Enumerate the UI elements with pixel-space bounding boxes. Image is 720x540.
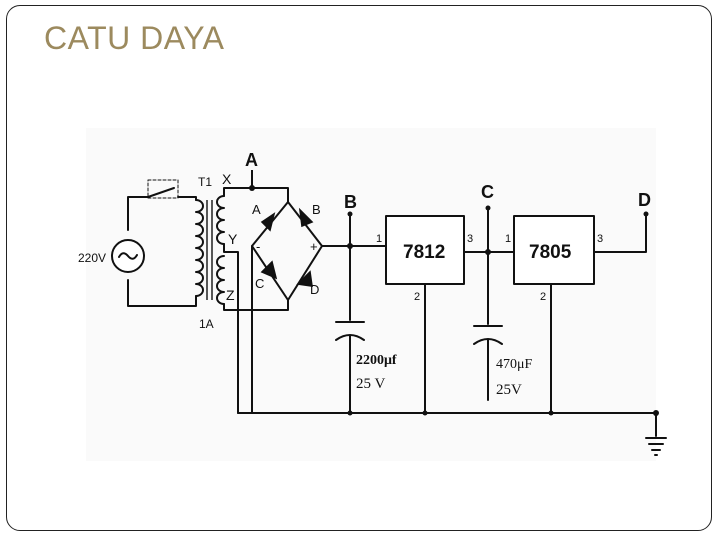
ground-node-1 xyxy=(347,410,353,416)
diode-d-label: D xyxy=(310,282,319,297)
primary-wire-bottom xyxy=(127,279,197,307)
diode-a-label: A xyxy=(252,202,261,217)
regulator-7812 xyxy=(385,215,465,285)
reg2-pin-in: 1 xyxy=(505,233,511,245)
tap-y-label: Y xyxy=(228,231,238,247)
slide-frame xyxy=(6,5,712,531)
reg1-name: 7812 xyxy=(403,242,445,263)
tap-x-label: X xyxy=(222,171,232,187)
bridge-minus-label: - xyxy=(256,239,260,254)
reg2-name: 7805 xyxy=(529,242,572,263)
cap1-voltage: 25 V xyxy=(356,376,385,392)
node-b-end xyxy=(347,211,353,217)
diode-d xyxy=(296,270,313,287)
source-label: 220V xyxy=(78,251,106,265)
switch-dashed-box xyxy=(147,179,179,199)
diode-c xyxy=(260,260,278,280)
diode-b xyxy=(298,207,314,228)
reg1-pin-in: 1 xyxy=(376,233,382,245)
cap2-voltage: 25V xyxy=(496,382,522,398)
ground-node-2 xyxy=(422,410,428,416)
ground-node-4 xyxy=(653,410,659,416)
transformer-rating: 1A xyxy=(199,317,214,331)
tap-z-label: Z xyxy=(226,287,235,303)
node-d-label: D xyxy=(638,190,651,210)
wire-x-to-bridge-top xyxy=(223,187,289,203)
reg2-pin-out: 3 xyxy=(597,233,603,245)
ac-source-wave xyxy=(118,252,138,260)
transformer-icon xyxy=(195,199,204,297)
bridge-plus-label: + xyxy=(310,239,318,254)
secondary-coil xyxy=(216,195,225,245)
node-c-end xyxy=(485,205,491,211)
node-c-dot xyxy=(485,249,491,255)
wire-y-center-tap xyxy=(223,243,239,414)
node-b-dot xyxy=(347,243,353,249)
slide-title: CATU DAYA xyxy=(44,20,225,56)
diode-c-label: C xyxy=(255,276,264,291)
reg1-pin-gnd: 2 xyxy=(414,291,420,303)
secondary-coil-lower xyxy=(216,255,225,305)
node-c-label: C xyxy=(481,182,494,202)
node-d-end xyxy=(643,211,649,217)
cap2-value: 470μF xyxy=(496,357,533,372)
cap1-value: 2200μf xyxy=(356,353,397,368)
bridge-rectifier xyxy=(251,201,323,301)
node-b-label: B xyxy=(344,192,357,212)
ground-icon xyxy=(645,437,667,456)
reg1-pin-out: 3 xyxy=(467,233,473,245)
diode-b-label: B xyxy=(312,202,321,217)
diagram-panel xyxy=(86,128,656,461)
node-a-label: A xyxy=(245,150,258,170)
transformer-name: T1 xyxy=(198,175,212,189)
diode-icon xyxy=(260,212,276,232)
reg2-pin-gnd: 2 xyxy=(540,291,546,303)
wire-output xyxy=(593,213,647,253)
primary-wire-top xyxy=(127,196,149,231)
wire-z-to-bridge-bottom xyxy=(223,299,289,311)
regulator-7805 xyxy=(513,215,595,285)
switch-icon xyxy=(147,187,175,198)
ground-node-3 xyxy=(548,410,554,416)
